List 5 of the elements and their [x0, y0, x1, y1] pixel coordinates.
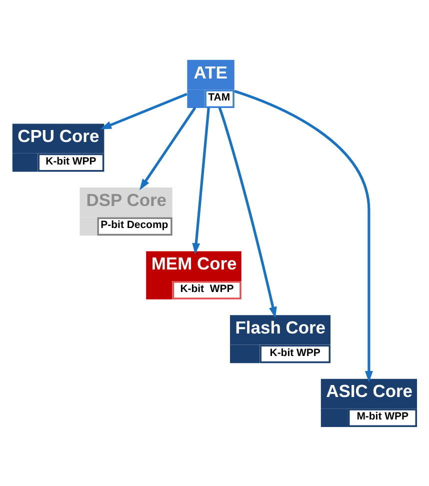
arrow — [192, 108, 210, 255]
arrow — [218, 107, 277, 318]
arrow — [234, 90, 373, 382]
arrow — [139, 107, 196, 190]
arrow — [100, 92, 188, 130]
